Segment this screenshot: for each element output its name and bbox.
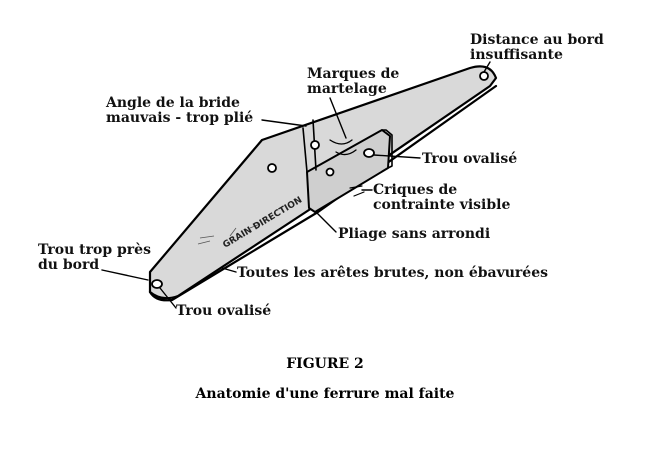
label-stress-cracks: Criques de contrainte visible xyxy=(373,183,510,213)
hammer-marks xyxy=(329,139,357,156)
label-stress-cracks-line1: Criques de xyxy=(373,182,458,198)
label-hole-too-close-line1: Trou trop près xyxy=(38,242,151,258)
leader-hole-too-close xyxy=(101,269,149,281)
leader-sharp-bend xyxy=(315,211,337,233)
leader-edge-distance xyxy=(483,61,491,73)
leader-flange-angle xyxy=(261,119,307,127)
leader-hammer-marks xyxy=(329,97,347,139)
hole-flange-lower xyxy=(325,167,335,177)
label-hammer-marks-line2: martelage xyxy=(307,81,387,97)
label-rough-edges: Toutes les arêtes brutes, non ébavurées xyxy=(237,265,548,281)
label-hammer-marks-line1: Marques de xyxy=(307,66,400,82)
hole-flange xyxy=(363,148,375,158)
label-edge-distance-line1: Distance au bord xyxy=(470,32,604,48)
stress-cracks xyxy=(349,185,365,197)
label-sharp-bend: Pliage sans arrondi xyxy=(338,226,491,242)
label-stress-cracks-line2: contrainte visible xyxy=(373,197,511,213)
hole-top-right xyxy=(479,71,489,81)
label-hammer-marks: Marques de martelage xyxy=(307,67,399,97)
leader-elongated-right xyxy=(373,154,421,159)
label-flange-angle-line1: Angle de la bride xyxy=(106,95,240,111)
label-hole-too-close-line2: du bord xyxy=(38,257,100,273)
label-edge-distance: Distance au bord insuffisante xyxy=(470,33,604,63)
figure-number: FIGURE 2 xyxy=(286,356,364,372)
plate-edge xyxy=(148,84,498,302)
label-flange-angle: Angle de la bride mauvais - trop plié xyxy=(106,96,253,126)
hole-plate-mid xyxy=(310,140,320,150)
label-hole-too-close: Trou trop près du bord xyxy=(38,243,151,273)
label-edge-distance-line2: insuffisante xyxy=(470,47,563,63)
label-elongated-hole-right: Trou ovalisé xyxy=(422,151,518,167)
leader-rough-edges xyxy=(221,267,237,273)
hole-bottom-left xyxy=(151,279,163,289)
figure-title: Anatomie d'une ferrure mal faite xyxy=(195,386,455,402)
flange-edge xyxy=(381,129,393,169)
label-flange-angle-line2: mauvais - trop plié xyxy=(106,110,254,126)
label-elongated-hole-bottom: Trou ovalisé xyxy=(176,303,272,319)
leader-elongated-bottom xyxy=(159,287,177,309)
hole-left-plate xyxy=(267,163,277,173)
